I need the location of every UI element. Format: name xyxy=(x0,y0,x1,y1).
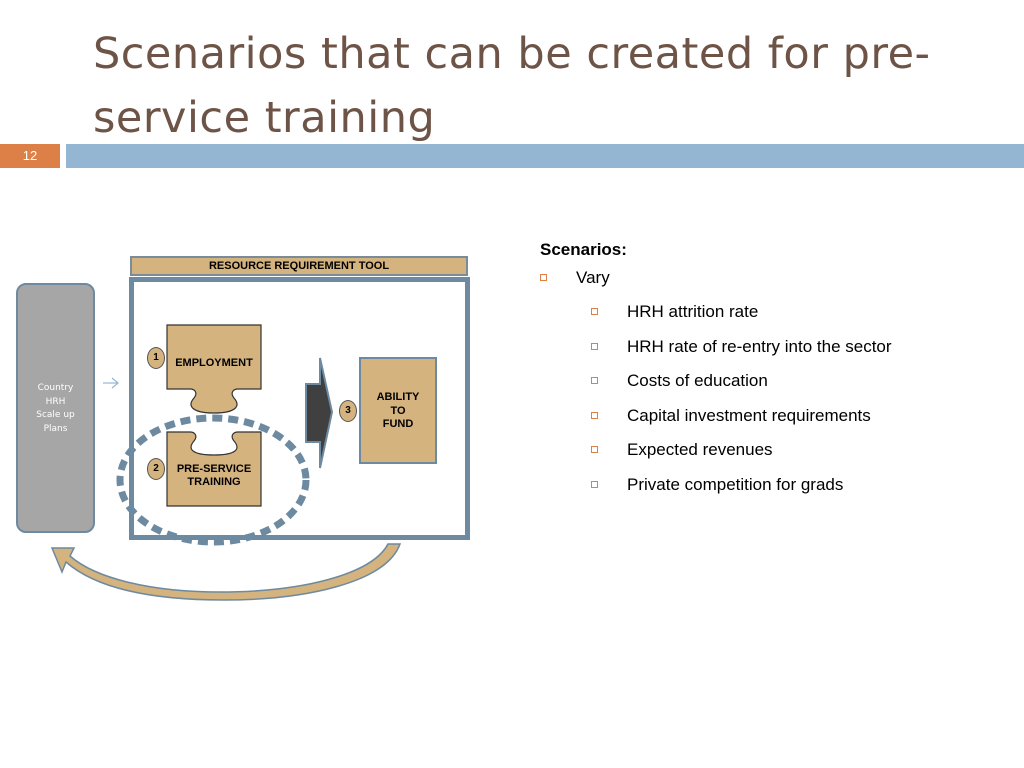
country-line: Country xyxy=(37,383,74,393)
preservice-puzzle-piece xyxy=(166,431,262,507)
ability-to-fund-label: ABILITY TO FUND xyxy=(359,391,437,432)
slide-title: Scenarios that can be created for pre-se… xyxy=(93,29,931,143)
ability-label-line: ABILITY xyxy=(376,391,420,403)
big-right-arrow-icon xyxy=(305,357,334,469)
country-hrh-box xyxy=(16,283,95,533)
list-item: Expected revenues xyxy=(540,440,1010,475)
country-line: HRH xyxy=(45,396,66,407)
list-item-text: HRH rate of re-entry into the sector xyxy=(627,336,892,356)
small-arrow-icon xyxy=(103,377,119,389)
square-bullet-icon xyxy=(591,377,598,384)
country-hrh-label: Country HRH Scale up Plans xyxy=(16,382,95,436)
preservice-label-line: PRE-SERVICE xyxy=(176,463,252,475)
return-curved-arrow-icon xyxy=(50,543,402,601)
ability-label-line: TO xyxy=(390,404,406,417)
list-item: Costs of education xyxy=(540,371,1010,406)
square-bullet-icon xyxy=(591,308,598,315)
preservice-dashed-circle xyxy=(116,414,310,546)
scenarios-heading: Scenarios: xyxy=(540,240,627,259)
slide-number: 12 xyxy=(0,144,60,168)
ability-label-line: FUND xyxy=(382,418,414,430)
list-item-text: Vary xyxy=(576,268,610,287)
ability-number-badge: 3 xyxy=(339,400,357,422)
preservice-label: PRE-SERVICE TRAINING xyxy=(167,463,261,489)
preservice-number-badge: 2 xyxy=(147,458,165,480)
list-item-text: Costs of education xyxy=(627,371,768,390)
country-line: Plans xyxy=(43,423,68,434)
scenarios-list: Scenarios: Vary HRH attrition rate HRH r… xyxy=(540,240,1010,509)
list-item-vary: Vary xyxy=(540,268,1010,302)
list-item: HRH attrition rate xyxy=(540,302,1010,337)
square-bullet-icon xyxy=(591,480,598,488)
square-bullet-icon xyxy=(591,342,598,350)
list-item-text: Expected revenues xyxy=(627,440,773,459)
employment-label: EMPLOYMENT xyxy=(175,357,253,369)
square-bullet-icon xyxy=(591,446,598,453)
list-item-text: HRH attrition rate xyxy=(627,302,759,321)
list-item-text: Capital investment requirements xyxy=(627,405,871,425)
ability-to-fund-box xyxy=(359,357,437,464)
employment-number-badge: 1 xyxy=(147,347,165,369)
list-item-text: Private competition for grads xyxy=(627,474,844,494)
square-bullet-icon xyxy=(591,411,598,419)
employment-puzzle-piece xyxy=(166,324,262,414)
country-line: Scale up xyxy=(36,410,75,420)
list-item: HRH rate of re-entry into the sector xyxy=(540,337,1010,372)
list-item: Private competition for grads xyxy=(540,475,1010,510)
resource-requirement-tool-label: RESOURCE REQUIREMENT TOOL xyxy=(130,256,468,276)
preservice-label-line: TRAINING xyxy=(187,476,241,488)
square-bullet-icon xyxy=(540,274,547,281)
list-item: Capital investment requirements xyxy=(540,406,1010,441)
title-divider-bar xyxy=(66,144,1024,168)
